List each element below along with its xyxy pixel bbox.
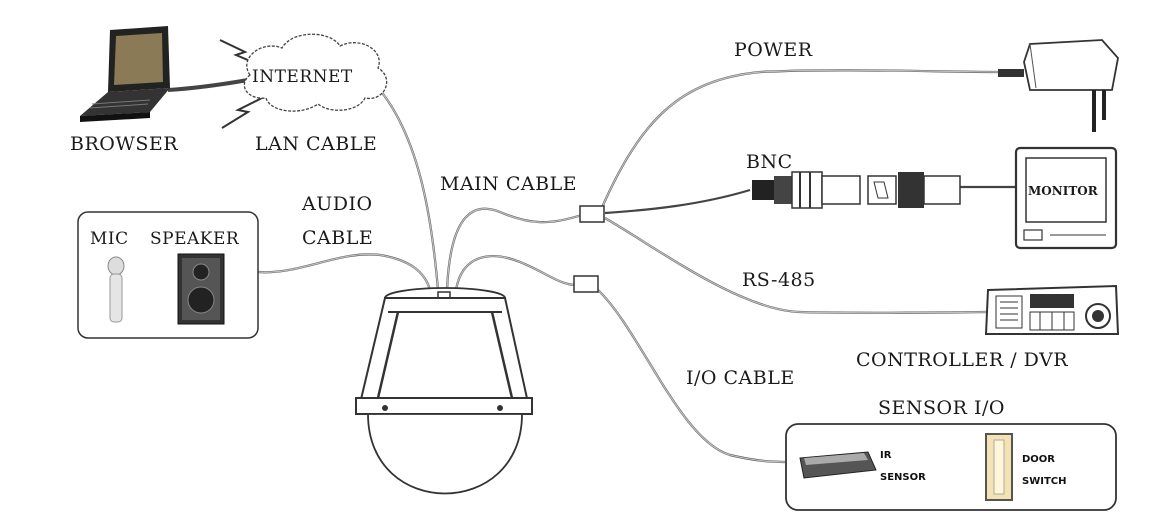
rs485-label: RS-485	[742, 269, 816, 291]
audio-cable-label-2: CABLE	[302, 227, 373, 249]
monitor-label: MONITOR	[1028, 184, 1099, 198]
power-label: POWER	[734, 39, 813, 61]
audio-devices-box	[77, 211, 259, 339]
lan-cable-label: LAN CABLE	[255, 133, 377, 155]
mic-label: MIC	[90, 229, 129, 249]
ir-sensor-icon	[799, 451, 877, 479]
dome-camera-icon	[355, 287, 533, 495]
ir-sensor-label-1: IR	[880, 450, 892, 461]
main-cable	[445, 207, 583, 291]
main-cable-splitter	[579, 205, 605, 223]
laptop-icon	[80, 26, 170, 122]
io-cable-splitter	[573, 275, 599, 293]
controller-label: CONTROLLER / DVR	[856, 349, 1068, 371]
speaker-icon	[177, 253, 225, 325]
sensor-io-label: SENSOR I/O	[878, 397, 1005, 419]
internet-cloud-icon	[243, 33, 388, 112]
rs485-cable	[604, 217, 989, 314]
power-adapter-icon	[998, 39, 1119, 132]
lan-cable	[379, 89, 440, 291]
main-cable-label: MAIN CABLE	[440, 173, 577, 195]
door-switch-label-2: SWITCH	[1022, 476, 1066, 487]
ir-sensor-label-2: SENSOR	[880, 472, 926, 483]
audio-cable	[257, 253, 432, 291]
cables	[167, 39, 1018, 464]
controller-keyboard-icon	[984, 284, 1120, 335]
audio-cable-label-1: AUDIO	[301, 193, 373, 215]
door-switch-icon	[985, 433, 1013, 501]
io-cable-label: I/O CABLE	[686, 367, 795, 389]
sensor-box	[785, 423, 1117, 511]
monitor-icon	[1014, 146, 1118, 250]
internet-label: INTERNET	[252, 67, 353, 87]
bnc-cable	[604, 188, 751, 215]
microphone-icon	[107, 256, 125, 323]
speaker-label: SPEAKER	[150, 229, 240, 249]
bnc-label: BNC	[746, 151, 793, 173]
bnc-connector-icon	[752, 171, 961, 209]
browser-link-cable	[167, 78, 249, 92]
door-switch-label-1: DOOR	[1022, 454, 1055, 465]
wireless-signal-bottom	[221, 97, 263, 129]
browser-label: BROWSER	[70, 133, 178, 155]
